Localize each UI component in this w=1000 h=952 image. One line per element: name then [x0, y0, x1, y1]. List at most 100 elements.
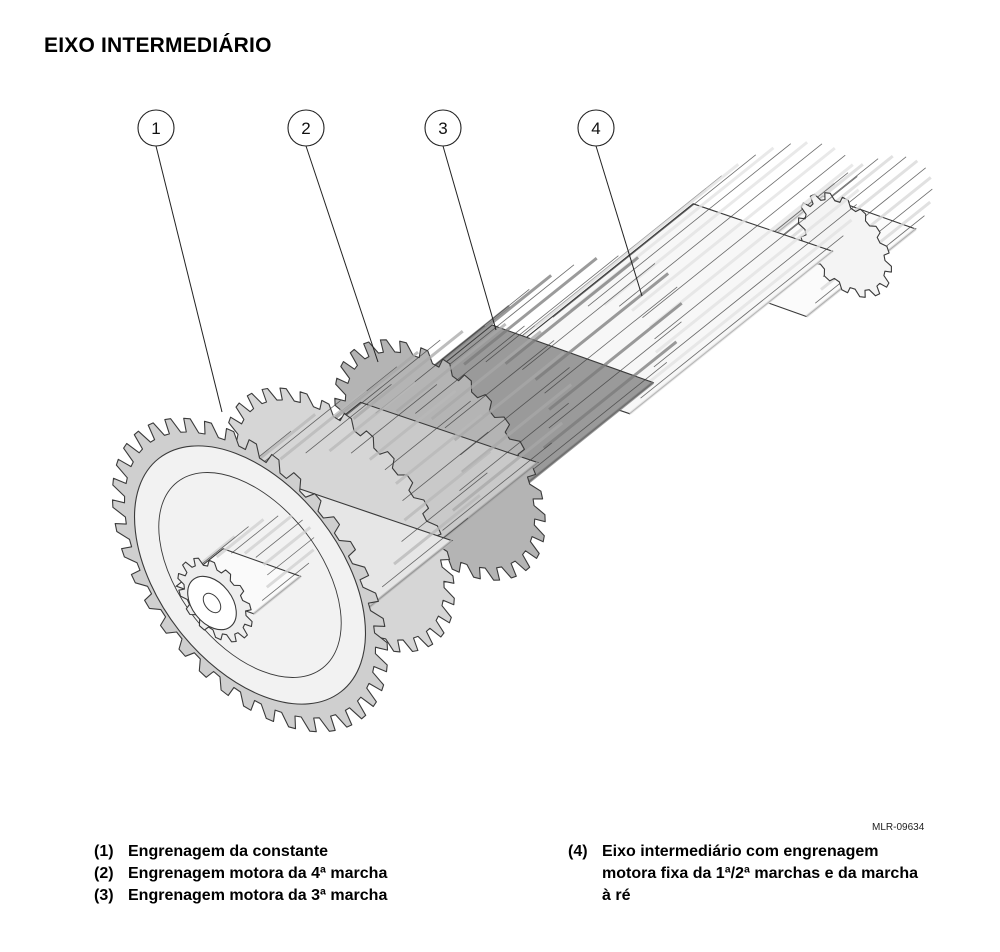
hub-bearing-tooth-line: [252, 575, 302, 615]
gear-three-tooth-line: [522, 263, 656, 371]
callout-3: 3: [424, 109, 462, 147]
legend-text: Engrenagem motora da 4ª marcha: [128, 865, 388, 882]
integral-gear-tooth-line: [618, 143, 823, 307]
gear-one-tooth-line: [403, 450, 492, 522]
callout-number: 1: [151, 119, 160, 138]
gear-one-tooth-line: [402, 431, 489, 501]
callout-leader-4: [595, 145, 643, 297]
bearing-hub: [175, 514, 315, 643]
callout-leader-3: [442, 145, 497, 331]
integral-gear-tooth-line: [587, 143, 792, 307]
hub-bearing-tooth-line: [215, 518, 265, 559]
gear-one-tooth-line: [365, 539, 453, 611]
gear-three-tooth-line: [548, 302, 683, 411]
gear-two-tooth-line: [430, 330, 542, 421]
figure-code: MLR-09634: [872, 822, 925, 833]
gear-one-tooth-line: [350, 384, 438, 454]
shaft-spline-tooth-line: [782, 154, 894, 245]
callout-circle: [287, 109, 325, 147]
integral-gear-tooth-line: [654, 176, 858, 340]
gear-one-tooth-line: [368, 389, 457, 461]
callout-leader-lines: [155, 145, 643, 413]
callout-2: 2: [287, 109, 325, 147]
callout-leader-1: [155, 145, 223, 413]
gear-two-tooth-line: [461, 383, 573, 474]
legend-number: (4): [568, 843, 588, 860]
integral-gear-tooth-line: [552, 154, 757, 318]
hub-bearing-tooth-line: [262, 526, 312, 566]
gear-three-tooth-line: [534, 272, 670, 381]
hub-bearing-tooth-line: [201, 526, 249, 565]
gear-three-tooth-line: [485, 255, 619, 363]
gear-one-tooth-line: [381, 517, 469, 588]
gear-three-tooth-line: [519, 381, 655, 490]
legend-number: (3): [94, 887, 114, 904]
hub-bearing-tooth-line: [231, 515, 279, 554]
legend-left-column: (1) Engrenagem da constante (2) Engrenag…: [94, 841, 387, 907]
integral-gear-tooth-line: [642, 154, 846, 319]
callout-circle: [577, 109, 615, 147]
integral-gear-tooth-line: [654, 188, 860, 354]
legend-text: Eixo intermediário com engrenagem motora…: [602, 843, 918, 904]
callout-markers: 1 2 3 4: [137, 109, 615, 147]
hub-bearing-tooth-line: [255, 519, 303, 558]
legend-right-column: (4) Eixo intermediário com engrenagem mo…: [568, 841, 968, 907]
legend-text: Engrenagem da constante: [128, 843, 329, 860]
gear-two-tooth-line: [451, 421, 564, 512]
legend-number: (1): [94, 843, 114, 860]
hub-bearing-tooth-line: [265, 548, 315, 589]
gear-three-tooth-line: [542, 340, 678, 450]
callout-leader-2: [305, 145, 379, 363]
callout-circle: [424, 109, 462, 147]
gear-three-tooth-line: [504, 256, 640, 365]
gear-two-tooth-line: [442, 442, 552, 531]
hub-bore: [187, 575, 237, 631]
hub-center: [202, 592, 222, 614]
gear-three-tooth-line: [544, 286, 678, 394]
gear-two-tooth-line: [395, 322, 507, 413]
gear-one-tooth-line: [279, 389, 368, 461]
legend-item-3: (3) Engrenagem motora da 3ª marcha: [94, 885, 387, 907]
page-title: EIXO INTERMEDIÁRIO: [44, 34, 272, 57]
gear-three-tooth-line: [463, 256, 598, 366]
gear-two-tooth-line: [415, 325, 525, 414]
integral-gear-tooth-line: [603, 141, 809, 306]
integral-gear-tooth-line: [534, 163, 740, 328]
callout-4: 4: [577, 109, 615, 147]
legend-item-4: (4) Eixo intermediário com engrenagem mo…: [568, 841, 968, 907]
gear-two-tooth-line: [453, 351, 565, 442]
integral-gear-tooth-line: [653, 204, 857, 368]
gear-one-tooth-line: [384, 400, 471, 471]
integral-gear-tooth-line: [631, 146, 836, 312]
gear-three-tooth-line: [548, 321, 682, 429]
callout-number: 3: [438, 119, 447, 138]
gear-two-tooth-line: [460, 367, 570, 456]
legend-text: Engrenagem motora da 3ª marcha: [128, 887, 388, 904]
gear-one-tooth-line: [395, 413, 483, 485]
gear-two-tooth-line: [352, 330, 464, 420]
callout-number: 4: [591, 119, 600, 138]
integral-gear-tooth-line: [647, 218, 853, 384]
legend-item-2: (2) Engrenagem motora da 4ª marcha: [94, 863, 387, 885]
gear-two-tooth-line: [444, 340, 555, 429]
gear-two-tooth-line: [459, 402, 569, 492]
gear-two-tooth-line: [330, 339, 441, 428]
hub-bearing-tooth-line: [267, 537, 315, 576]
callout-circle: [137, 109, 175, 147]
gear-three-tooth-line: [441, 264, 575, 372]
gear-one-tooth-line: [328, 381, 417, 453]
legend-number: (2): [94, 865, 114, 882]
gear-three-tooth-line: [533, 362, 668, 469]
legend-item-1: (1) Engrenagem da constante: [94, 841, 387, 863]
callout-number: 2: [301, 119, 310, 138]
gear-one-tooth-line: [305, 383, 392, 454]
callout-1: 1: [137, 109, 175, 147]
integral-gear-tooth-line: [628, 249, 834, 415]
gear-one-tooth-line: [401, 472, 488, 542]
hub-bearing-tooth-line: [261, 562, 310, 601]
integral-gear-tooth-line: [649, 163, 854, 329]
hub-bearing-tooth-line: [243, 514, 293, 555]
gear-one-tooth-line: [393, 494, 481, 566]
integral-gear-tooth-line: [640, 235, 844, 399]
